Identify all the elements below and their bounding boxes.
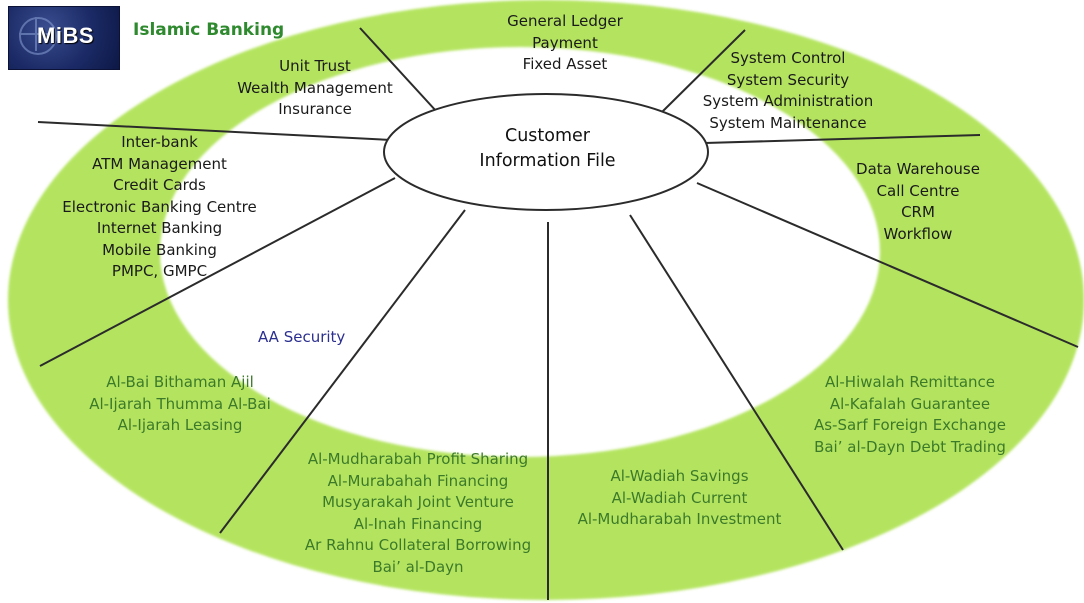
group-general-ledger: General Ledger Payment Fixed Asset bbox=[480, 11, 650, 76]
group-item: Al-Ijarah Leasing bbox=[117, 416, 243, 434]
group-item: Call Centre bbox=[876, 181, 960, 200]
spoke-left-lower bbox=[39, 177, 396, 367]
spoke-top-left bbox=[359, 27, 438, 113]
group-wadiah: Al-Wadiah Savings Al-Wadiah Current Al-M… bbox=[557, 466, 802, 531]
group-item: Wealth Management bbox=[237, 78, 393, 97]
group-item: Al-Wadiah Current bbox=[611, 488, 748, 507]
group-item: Al-Kafalah Guarantee bbox=[829, 394, 991, 413]
group-item: Al-Mudharabah Profit Sharing bbox=[307, 450, 529, 468]
spoke-bottom-left bbox=[219, 209, 466, 534]
group-hiwalah: Al-Hiwalah Remittance Al-Kafalah Guarant… bbox=[790, 372, 1030, 458]
center-line: Information File bbox=[479, 151, 616, 171]
group-item: Electronic Banking Centre bbox=[62, 197, 257, 216]
group-item: ATM Management bbox=[92, 154, 227, 173]
group-item: System Administration bbox=[702, 92, 874, 110]
group-item: System Maintenance bbox=[709, 113, 867, 132]
spoke-right-upper bbox=[704, 134, 981, 144]
group-item: Al-Ijarah Thumma Al-Bai bbox=[89, 394, 271, 413]
aa-security-label: AA Security bbox=[258, 328, 346, 346]
group-item: Al-Hiwalah Remittance bbox=[824, 373, 996, 391]
group-unit-trust: Unit Trust Wealth Management Insurance bbox=[215, 56, 415, 121]
logo-text: MiBS bbox=[37, 23, 94, 48]
group-data-warehouse: Data Warehouse Call Centre CRM Workflow bbox=[828, 159, 1008, 245]
globe-icon bbox=[19, 17, 57, 55]
group-item: Workflow bbox=[883, 224, 953, 243]
group-system: System Control System Security System Ad… bbox=[688, 48, 888, 134]
group-item: Al-Inah Financing bbox=[353, 514, 483, 533]
group-item: Al-Murabahah Financing bbox=[327, 471, 509, 490]
group-item: Bai’ al-Dayn bbox=[372, 557, 464, 576]
group-item: Internet Banking bbox=[96, 219, 223, 237]
group-channels: Inter-bank ATM Management Credit Cards E… bbox=[42, 132, 277, 283]
group-item: Payment bbox=[532, 33, 598, 52]
group-item: CRM bbox=[901, 203, 935, 221]
group-item: As-Sarf Foreign Exchange bbox=[813, 416, 1006, 434]
mibs-logo: MiBS bbox=[8, 6, 120, 70]
group-item: Insurance bbox=[278, 100, 352, 118]
spoke-top-right bbox=[661, 29, 746, 113]
group-item: System Security bbox=[726, 70, 850, 89]
customer-information-file-node bbox=[383, 93, 709, 211]
spoke-right-lower bbox=[696, 182, 1079, 348]
center-label: Customer Information File bbox=[445, 124, 650, 174]
group-item: Unit Trust bbox=[279, 57, 351, 75]
group-item: Fixed Asset bbox=[522, 55, 608, 73]
group-item: Credit Cards bbox=[113, 176, 206, 194]
group-item: Inter-bank bbox=[121, 133, 198, 151]
group-item: PMPC, GMPC bbox=[111, 262, 208, 280]
spokes bbox=[37, 27, 1079, 600]
group-bai-bithaman: Al-Bai Bithaman Ajil Al-Ijarah Thumma Al… bbox=[60, 372, 300, 437]
group-item: Mobile Banking bbox=[102, 240, 217, 259]
group-mudharabah: Al-Mudharabah Profit Sharing Al-Murabaha… bbox=[283, 449, 553, 578]
brand-title: Islamic Banking bbox=[133, 20, 285, 40]
group-item: System Control bbox=[730, 49, 846, 67]
group-item: Musyarakah Joint Venture bbox=[322, 493, 514, 511]
group-item: Al-Mudharabah Investment bbox=[577, 510, 782, 528]
group-item: Ar Rahnu Collateral Borrowing bbox=[304, 536, 532, 554]
spoke-left-upper bbox=[37, 121, 393, 141]
center-line: Customer bbox=[504, 126, 590, 146]
spoke-bottom-right bbox=[629, 214, 844, 551]
group-item: Bai’ al-Dayn Debt Trading bbox=[814, 437, 1006, 456]
group-item: Al-Wadiah Savings bbox=[610, 467, 749, 485]
group-item: General Ledger bbox=[507, 12, 623, 30]
group-item: Al-Bai Bithaman Ajil bbox=[106, 373, 254, 391]
group-item: Data Warehouse bbox=[856, 160, 980, 178]
